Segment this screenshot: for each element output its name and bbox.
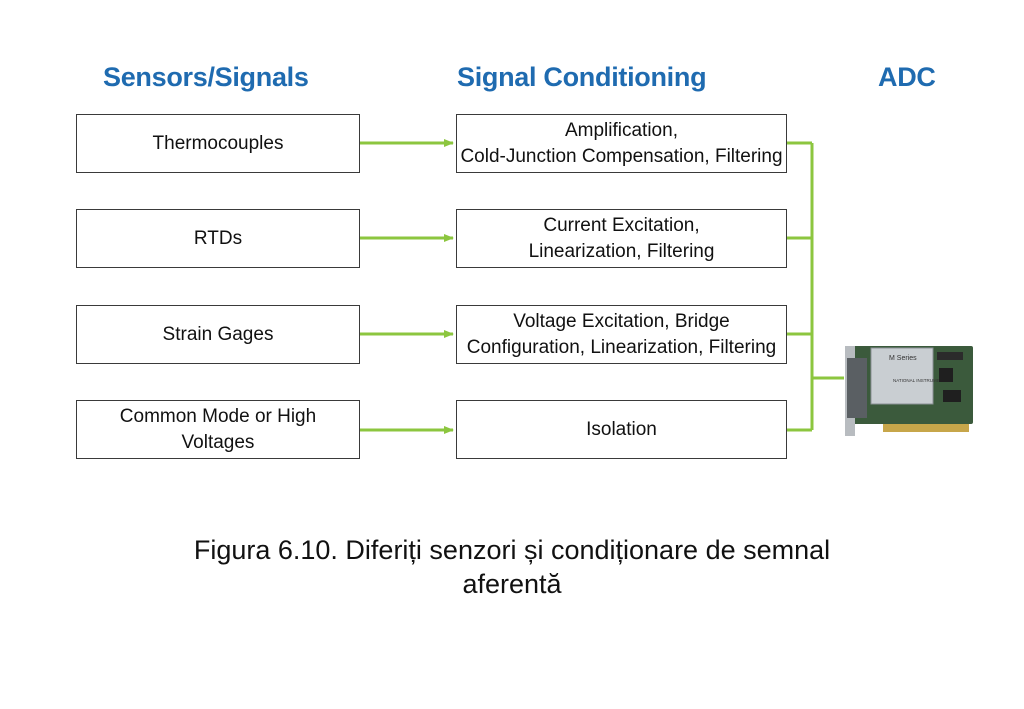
sensor-label-line2: Voltages: [181, 431, 255, 453]
sensor-box-thermocouples: Thermocouples: [76, 114, 360, 173]
caption-line2: aferentă: [462, 569, 562, 599]
card-series-label: M Series: [889, 355, 917, 362]
card-edge-connector: [883, 424, 969, 432]
card-shield: [870, 347, 934, 405]
header-sensors-signals: Sensors/Signals: [103, 62, 309, 92]
conditioning-box-voltage-excitation: Voltage Excitation, Bridge Configuration…: [456, 305, 787, 364]
conditioning-label-line2: Linearization, Filtering: [528, 240, 715, 262]
daq-card-graphic: M Series NATIONAL INSTRUMENTS: [845, 346, 973, 436]
sensor-box-strain-gages: Strain Gages: [76, 305, 360, 364]
conditioning-label-line1: Voltage Excitation, Bridge: [513, 310, 730, 332]
conditioning-box-current-excitation: Current Excitation, Linearization, Filte…: [456, 209, 787, 268]
sensor-box-rtds: RTDs: [76, 209, 360, 268]
conditioning-label-line2: Configuration, Linearization, Filtering: [466, 336, 777, 358]
conditioning-label-line2: Cold-Junction Compensation, Filtering: [460, 145, 783, 167]
sensor-label: RTDs: [193, 227, 243, 249]
conditioning-box-isolation: Isolation: [456, 400, 787, 459]
sensor-label: Thermocouples: [152, 132, 284, 154]
card-chip-1: [939, 368, 953, 382]
header-adc: ADC: [878, 62, 936, 92]
sensor-label: Strain Gages: [162, 323, 274, 345]
header-signal-conditioning: Signal Conditioning: [457, 62, 707, 92]
card-brand-label: NATIONAL INSTRUMENTS: [893, 378, 949, 383]
card-chip-2: [943, 390, 961, 402]
card-connector: [847, 358, 867, 418]
conditioning-box-amplification: Amplification, Cold-Junction Compensatio…: [456, 114, 787, 173]
sensor-label-line1: Common Mode or High: [119, 405, 317, 427]
conditioning-label: Isolation: [586, 418, 657, 440]
sensor-box-high-voltages: Common Mode or High Voltages: [76, 400, 360, 459]
conditioning-label-line1: Current Excitation,: [543, 214, 700, 236]
adc-daq-card-image: M Series NATIONAL INSTRUMENTS: [843, 338, 975, 447]
figure-caption: Figura 6.10. Diferiți senzori și condiți…: [0, 533, 1024, 601]
caption-line1: Figura 6.10. Diferiți senzori și condiți…: [193, 535, 831, 565]
conditioning-label-line1: Amplification,: [564, 119, 678, 141]
card-chip-3: [937, 352, 963, 360]
